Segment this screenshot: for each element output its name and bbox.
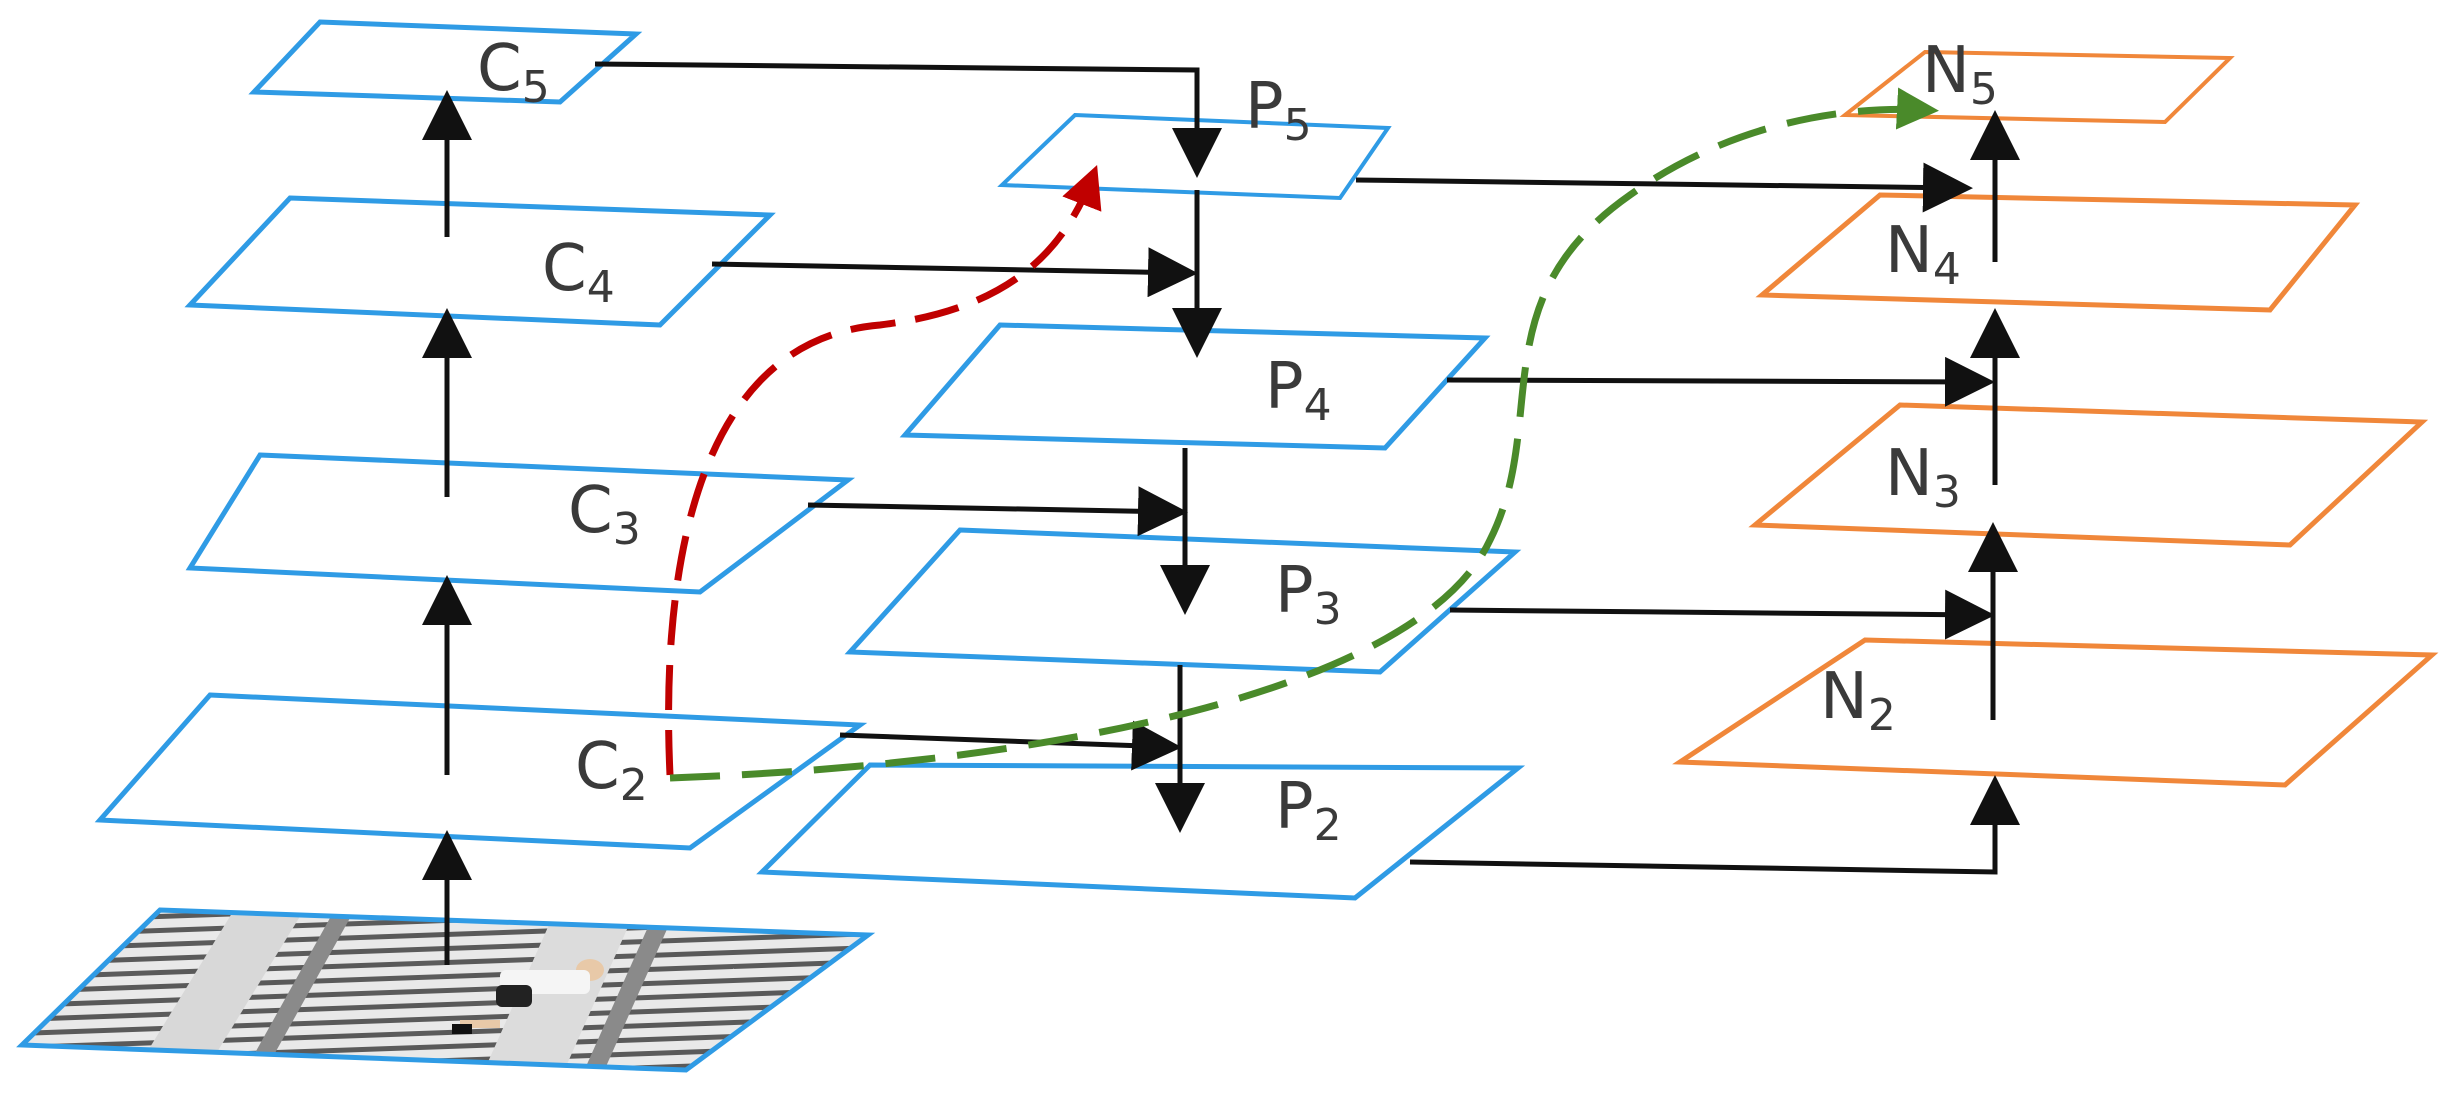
arrow-c4-to-p4	[711, 247, 1198, 298]
labels: C2 C3 C4 C5 P2 P3 P4 P5 N2 N3 N4	[477, 32, 1998, 851]
backbone-column	[94, 19, 868, 851]
green-dashed-path-c2-to-n5	[669, 87, 1939, 782]
label-p2: P2	[1275, 770, 1342, 851]
arrow-c5-to-p5	[594, 61, 1222, 178]
label-c4: C4	[542, 232, 615, 313]
layer-c2-plane	[94, 692, 868, 851]
person-figure	[452, 959, 604, 1034]
input-image	[16, 907, 876, 1073]
label-n3: N3	[1885, 437, 1961, 518]
layer-c3-plane	[185, 452, 856, 595]
label-p5: P5	[1245, 70, 1312, 151]
label-n2: N2	[1820, 660, 1896, 741]
label-c2: C2	[575, 730, 648, 811]
label-c3: C3	[568, 474, 641, 555]
red-dashed-path-c2-to-p5	[665, 164, 1102, 776]
arrows	[422, 61, 2020, 965]
layer-n4-plane	[1755, 192, 2361, 313]
arrow-p4-to-n4	[1446, 356, 1995, 407]
layer-p3-plane	[844, 527, 1522, 675]
layer-n5-plane	[1839, 49, 2235, 125]
arrow-p2-to-n2	[1409, 775, 2020, 875]
arrow-c2-to-p2	[839, 720, 1182, 771]
label-c5: C5	[477, 32, 550, 113]
label-p3: P3	[1275, 554, 1342, 635]
layer-c5-plane	[248, 19, 643, 105]
label-n5: N5	[1922, 34, 1998, 115]
layer-p5-plane	[997, 112, 1392, 201]
label-p4: P4	[1265, 350, 1332, 431]
layer-p2-plane	[756, 762, 1526, 901]
fpn-column	[756, 112, 1526, 901]
label-n4: N4	[1885, 214, 1961, 295]
arrow-p3-to-n3	[1449, 589, 1995, 640]
layer-n3-plane	[1748, 402, 2429, 548]
layer-p4-plane	[899, 322, 1491, 451]
arrow-c3-to-p3	[807, 486, 1188, 537]
layer-n2-plane	[1672, 637, 2439, 788]
pan-column	[1672, 49, 2439, 788]
arrow-p5-to-n5	[1355, 162, 1973, 213]
layer-c4-plane	[184, 195, 776, 328]
